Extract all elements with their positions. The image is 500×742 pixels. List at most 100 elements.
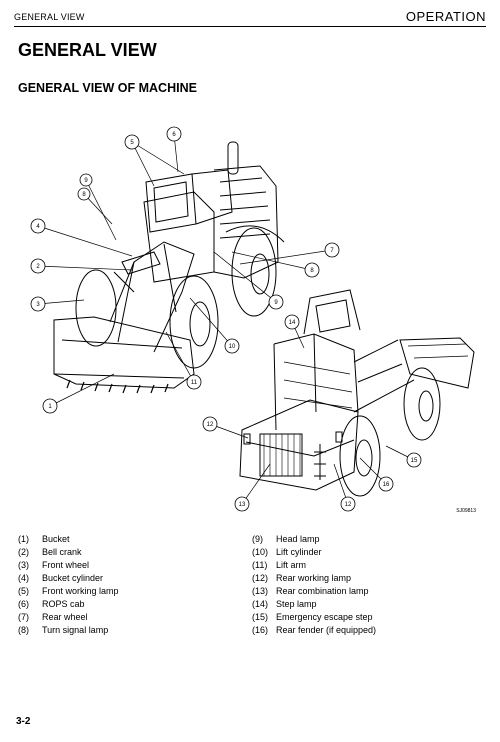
legend-label: Bucket cylinder	[42, 573, 104, 583]
legend-number: (7)	[18, 612, 29, 622]
legend-number: (16)	[252, 625, 269, 635]
legend-number: (11)	[252, 560, 268, 570]
callout-3: 3	[30, 296, 46, 312]
legend-label: Turn signal lamp	[42, 625, 109, 635]
rops-cab-outline	[145, 173, 197, 233]
callout-7: 7	[324, 242, 340, 258]
callout-2: 2	[30, 258, 46, 274]
svg-text:5: 5	[130, 140, 134, 146]
callout-16: 16	[378, 476, 394, 492]
legend-number: (3)	[18, 560, 29, 570]
callout-11: 11	[186, 374, 202, 390]
legend-number: (15)	[252, 612, 269, 622]
legend-number: (5)	[18, 586, 29, 596]
legend-number: (4)	[18, 573, 29, 583]
legend-number: (10)	[252, 547, 269, 557]
callout-8b: 8	[77, 187, 91, 201]
figure-code: SJ09813	[456, 508, 476, 514]
svg-text:9: 9	[274, 300, 278, 306]
legend-number: (13)	[252, 586, 269, 596]
svg-text:2: 2	[36, 264, 40, 270]
page-number: 3-2	[16, 716, 31, 727]
section-subtitle: GENERAL VIEW OF MACHINE	[18, 81, 197, 95]
callout-4: 4	[30, 218, 46, 234]
svg-text:6: 6	[172, 132, 176, 138]
legend-number: (2)	[18, 547, 29, 557]
svg-text:15: 15	[411, 458, 418, 464]
legend-number: (1)	[18, 534, 29, 544]
svg-text:12: 12	[207, 422, 214, 428]
callout-6: 6	[166, 126, 182, 142]
legend-number: (9)	[252, 534, 263, 544]
legend-label: Rear wheel	[42, 612, 88, 622]
callout-10: 10	[224, 338, 240, 354]
callout-15: 15	[406, 452, 422, 468]
legend-label: Step lamp	[276, 599, 317, 609]
svg-text:14: 14	[289, 320, 296, 326]
legend-number: (8)	[18, 625, 29, 635]
legend-label: Bell crank	[42, 547, 82, 557]
svg-text:12: 12	[345, 502, 352, 508]
callout-9: 9	[268, 294, 284, 310]
running-header-section: GENERAL VIEW	[14, 12, 85, 22]
legend-item: (16) Rear fender (if equipped)	[252, 624, 482, 637]
legend-item: (1) Bucket	[18, 533, 238, 546]
legend-right-column: (9) Head lamp (10) Lift cylinder (11) Lift …	[252, 533, 482, 637]
callout-5: 5	[124, 134, 140, 150]
svg-text:13: 13	[239, 502, 246, 508]
svg-text:11: 11	[191, 380, 198, 386]
legend-item: (11) Lift arm	[252, 559, 482, 572]
callout-12: 12	[202, 416, 218, 432]
legend-label: Front working lamp	[42, 586, 119, 596]
machine-illustration: 1 2 3 4 5 6 7 8 8 9 9 10 11 12 12 13 14 …	[14, 112, 486, 520]
legend-item: (10) Lift cylinder	[252, 546, 482, 559]
legend-item: (8) Turn signal lamp	[18, 624, 238, 637]
legend-label: Rear combination lamp	[276, 586, 369, 596]
svg-text:3: 3	[36, 302, 40, 308]
svg-text:8: 8	[82, 192, 86, 198]
legend-number: (12)	[252, 573, 269, 583]
machine-illustration-svg: 1 2 3 4 5 6 7 8 8 9 9 10 11 12 12 13 14 …	[30, 126, 476, 514]
callout-8: 8	[304, 262, 320, 278]
svg-text:1: 1	[48, 404, 52, 410]
svg-text:16: 16	[383, 482, 390, 488]
running-header-chapter: OPERATION	[405, 9, 486, 24]
callout-1: 1	[42, 398, 58, 414]
legend-left-column: (1) Bucket (2) Bell crank (3) Front wheel (…	[18, 533, 238, 637]
legend-label: Front wheel	[42, 560, 90, 570]
callout-14: 14	[284, 314, 300, 330]
svg-text:4: 4	[36, 224, 40, 230]
legend-item: (2) Bell crank	[18, 546, 238, 559]
callout-13: 13	[234, 496, 250, 512]
legend-label: Lift cylinder	[276, 547, 322, 557]
legend-number: (6)	[18, 599, 29, 609]
legend-item: (6) ROPS cab	[18, 598, 238, 611]
legend-label: Lift arm	[276, 560, 307, 570]
legend-item: (15) Emergency escape step	[252, 611, 482, 624]
legend-label: Rear working lamp	[276, 573, 352, 583]
legend-item: (13) Rear combination lamp	[252, 585, 482, 598]
legend-item: (3) Front wheel	[18, 559, 238, 572]
legend-item: (14) Step lamp	[252, 598, 482, 611]
svg-text:8: 8	[310, 268, 314, 274]
legend-label: Rear fender (if equipped)	[276, 625, 377, 635]
header-rule	[14, 26, 486, 27]
legend-label: Head lamp	[276, 534, 320, 544]
legend-label: Emergency escape step	[276, 612, 373, 622]
legend-label: ROPS cab	[42, 599, 85, 609]
legend-item: (4) Bucket cylinder	[18, 572, 238, 585]
svg-text:9: 9	[84, 178, 88, 184]
svg-text:10: 10	[229, 344, 236, 350]
rear-body-outline	[239, 399, 359, 491]
callout-9b: 9	[79, 173, 93, 187]
figure-callouts: 1 2 3 4 5 6 7 8 8 9 9 10 11 12 12 13 14 …	[30, 126, 422, 512]
legend-item: (5) Front working lamp	[18, 585, 238, 598]
legend-item: (7) Rear wheel	[18, 611, 238, 624]
legend-item: (9) Head lamp	[252, 533, 482, 546]
legend-item: (12) Rear working lamp	[252, 572, 482, 585]
page-title: GENERAL VIEW	[18, 40, 157, 60]
callout-12b: 12	[340, 496, 356, 512]
legend-number: (14)	[252, 599, 269, 609]
svg-text:7: 7	[330, 248, 334, 254]
legend-label: Bucket	[42, 534, 70, 544]
